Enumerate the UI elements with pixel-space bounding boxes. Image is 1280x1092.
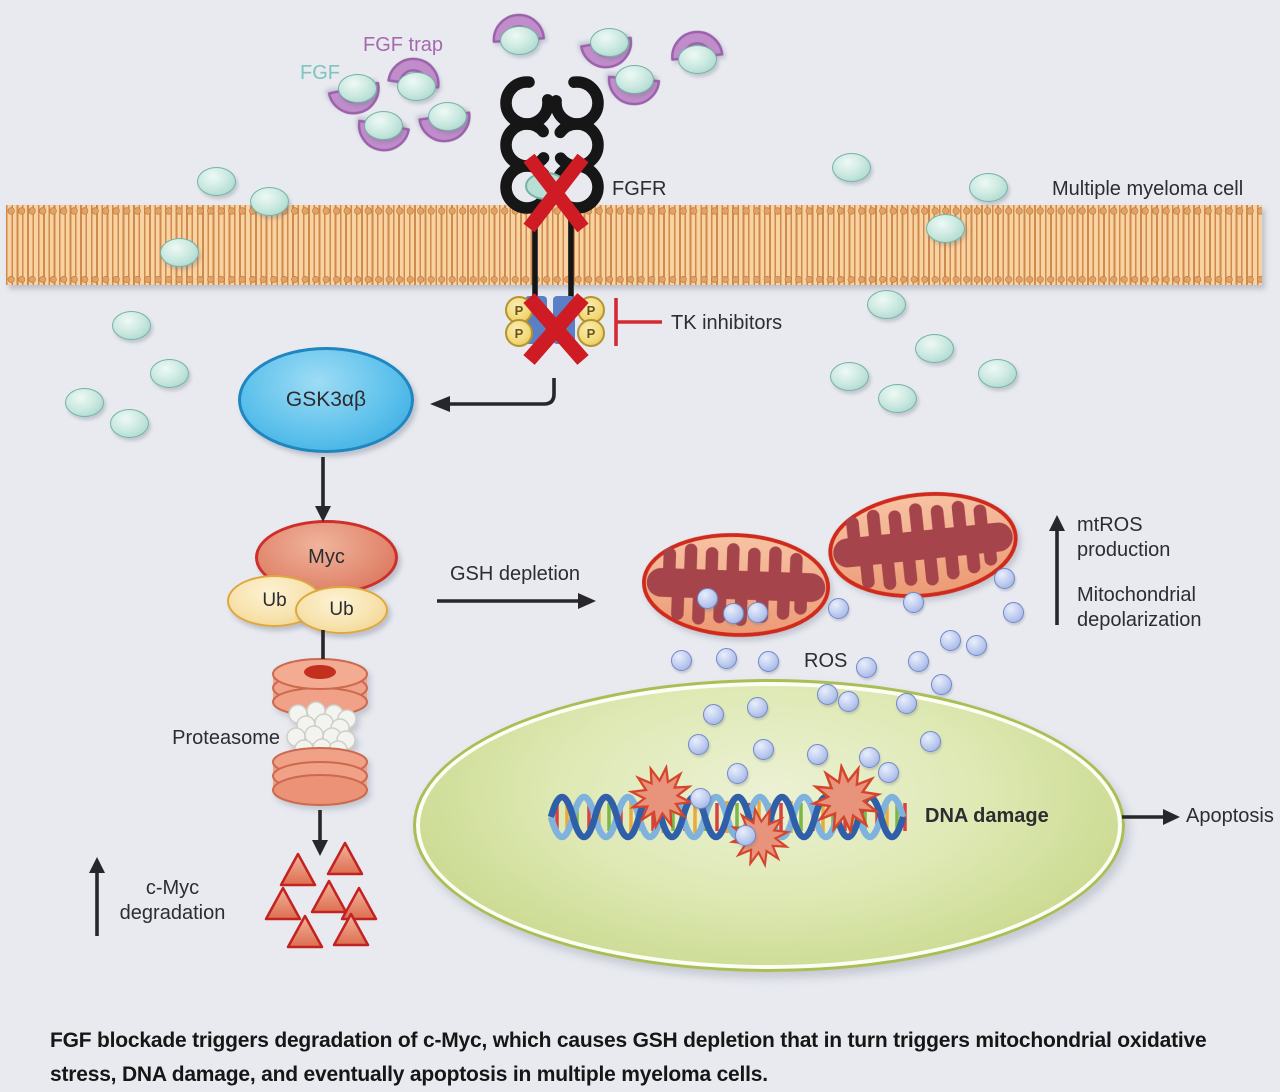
plasma-membrane <box>6 205 1262 285</box>
fgf-molecule <box>832 153 871 182</box>
fgf-molecule <box>678 45 717 74</box>
cmyc-degradation-line2: degradation <box>119 902 226 924</box>
ros-molecule <box>723 603 744 624</box>
fgf-molecule <box>364 111 403 140</box>
ros-molecule <box>856 657 877 678</box>
tk-inhibitors-label: TK inhibitors <box>671 312 783 334</box>
degraded-fragments-icon <box>264 841 378 949</box>
arrowhead <box>578 593 596 609</box>
ros-molecule <box>920 731 941 752</box>
ros-molecule <box>716 648 737 669</box>
ros-molecule <box>690 788 711 809</box>
fgf-molecule <box>969 173 1008 202</box>
ubiquitin-node: Ub <box>295 586 388 634</box>
fgfr-label: FGFR <box>612 178 667 200</box>
mtros-production-label: mtROS production <box>1077 513 1170 563</box>
fgf-molecule <box>112 311 151 340</box>
mtros-line1: mtROS <box>1077 514 1143 536</box>
fgf-molecule <box>428 102 467 131</box>
cmyc-degradation-line1: c-Myc <box>145 877 200 899</box>
fgf-molecule <box>338 74 377 103</box>
ros-molecule <box>727 763 748 784</box>
ros-molecule <box>908 651 929 672</box>
ros-molecule <box>931 674 952 695</box>
fgfr-receptor <box>500 76 604 300</box>
fgf-molecule <box>397 72 436 101</box>
depolarization-line1: Mitochondrial <box>1077 584 1196 606</box>
fgf-molecule <box>65 388 104 417</box>
ros-molecule <box>966 635 987 656</box>
figure-caption: FGF blockade triggers degradation of c-M… <box>50 1029 1207 1086</box>
fgf-molecule <box>250 187 289 216</box>
ros-molecule <box>940 630 961 651</box>
ros-molecule <box>703 704 724 725</box>
ros-label: ROS <box>804 650 848 672</box>
fgf-molecule <box>197 167 236 196</box>
receptor-block-x-icon <box>523 153 589 233</box>
ros-molecule <box>747 602 768 623</box>
proteasome-icon <box>272 658 368 806</box>
phosphate-badge: P <box>577 319 605 347</box>
fgf-molecule <box>590 28 629 57</box>
mitochondrial-depolarization-label: Mitochondrial depolarization <box>1077 583 1202 633</box>
ros-molecule <box>747 697 768 718</box>
fgf-label: FGF <box>300 62 340 84</box>
arrowhead <box>1049 515 1065 531</box>
dna-strand <box>547 793 907 841</box>
fgf-molecule <box>926 214 965 243</box>
ros-molecule <box>671 650 692 671</box>
fgf-molecule <box>500 26 539 55</box>
ros-molecule <box>859 747 880 768</box>
ros-molecule <box>878 762 899 783</box>
fgf-molecule <box>915 334 954 363</box>
arrowhead <box>89 857 105 873</box>
kinase-domain <box>553 296 575 344</box>
fgf-trap-label: FGF trap <box>363 34 444 56</box>
fgf-molecule <box>150 359 189 388</box>
arrowhead <box>430 396 450 412</box>
dna-damage-label: DNA damage <box>925 805 1049 827</box>
fgf-molecule <box>867 290 906 319</box>
arrowhead <box>1163 809 1180 825</box>
fgf-molecule <box>160 238 199 267</box>
gsk3-node: GSK3αβ <box>238 347 414 453</box>
depolarization-line2: depolarization <box>1077 609 1202 631</box>
ros-molecule <box>758 651 779 672</box>
fgf-molecule <box>615 65 654 94</box>
fgf-molecule <box>978 359 1017 388</box>
fgf-molecule <box>878 384 917 413</box>
phosphate-badge: P <box>505 319 533 347</box>
mitochondrion-icon <box>820 476 1025 614</box>
ros-molecule <box>753 739 774 760</box>
mitochondrion-icon <box>638 526 834 645</box>
ros-molecule <box>903 592 924 613</box>
ros-molecule <box>1003 602 1024 623</box>
ros-molecule <box>807 744 828 765</box>
fgf-molecule <box>110 409 149 438</box>
gsh-depletion-label: GSH depletion <box>449 563 581 585</box>
myeloma-cell-label: Multiple myeloma cell <box>1052 178 1244 200</box>
ros-molecule <box>994 568 1015 589</box>
ros-molecule <box>697 588 718 609</box>
ros-molecule <box>688 734 709 755</box>
ros-molecule <box>838 691 859 712</box>
mtros-line2: production <box>1077 539 1171 561</box>
apoptosis-label: Apoptosis <box>1186 805 1274 827</box>
ros-molecule <box>896 693 917 714</box>
proteasome-label: Proteasome <box>172 727 280 749</box>
fgf-molecule <box>830 362 869 391</box>
ros-molecule <box>828 598 849 619</box>
receptor-to-gsk3-arrow <box>448 378 556 406</box>
ros-molecule <box>735 825 756 846</box>
ros-molecule <box>817 684 838 705</box>
cmyc-degradation-label: c-Myc degradation <box>110 876 235 926</box>
